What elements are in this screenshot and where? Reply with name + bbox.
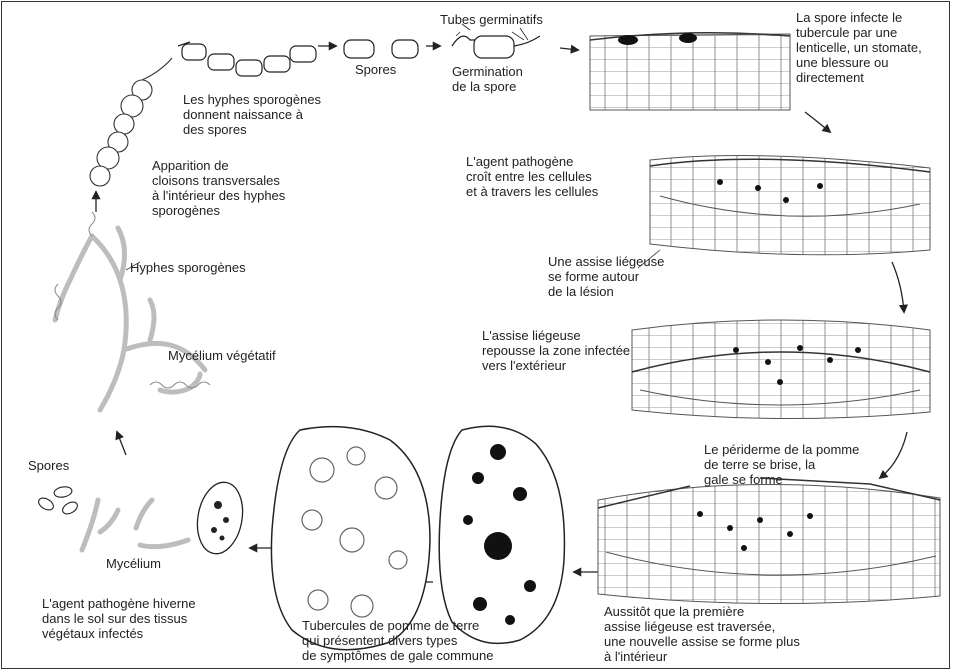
germinating-spore-illustration [452,24,540,58]
soil-spores-illustration [37,486,80,517]
arrow-germination-to-infection [560,48,578,50]
mycelium-label: Mycélium [106,556,161,571]
spores-top-illustration [344,40,418,58]
germination-label: Germination de la spore [452,64,523,94]
spore-infects-label: La spore infecte le tubercule par une le… [796,10,922,85]
periderm-breaks-label: Le périderme de la pomme de terre se bri… [704,442,859,487]
tubes-germinatifs-label: Tubes germinatifs [440,12,543,27]
cork-layer-forms-label: Une assise liégeuse se forme autour de l… [548,254,664,299]
spores-top-label: Spores [355,62,396,77]
arrow-infection-to-growth [805,112,830,132]
spores-bottom-label: Spores [28,458,69,473]
septa-appear-label: Apparition de cloisons transversales à l… [152,158,285,218]
pathogen-grows-label: L'agent pathogène croît entre les cellul… [466,154,598,199]
pathogen-overwinters-label: L'agent pathogène hiverne dans le sol su… [42,596,196,641]
hyphae-give-spores-label: Les hyphes sporogènes donnent naissance … [183,92,321,137]
tubers-symptoms-label: Tubercules de pomme de terre qui présent… [302,618,493,663]
new-cork-layer-label: Aussitôt que la première assise liégeuse… [604,604,800,664]
tissue-section-cork-layer [632,320,930,419]
tissue-section-infection [590,33,790,110]
tissue-section-growth [650,156,930,255]
vegetative-mycelium-label: Mycélium végétatif [168,348,276,363]
arrow-soil-to-mycelium [117,432,126,455]
sporogenous-hyphae-label: Hyphes sporogènes [130,260,246,275]
arrow-cork-to-scab [880,432,907,478]
tuber-mild-symptoms [271,427,430,650]
infected-tissue-fragment [192,479,248,558]
cork-pushes-label: L'assise liégeuse repousse la zone infec… [482,328,630,373]
arrow-growth-to-cork [892,262,904,312]
tissue-section-scab [598,478,940,604]
soil-mycelium-illustration [82,500,188,550]
tuber-severe-symptoms [439,426,564,643]
spore-chain-illustration [178,42,316,76]
